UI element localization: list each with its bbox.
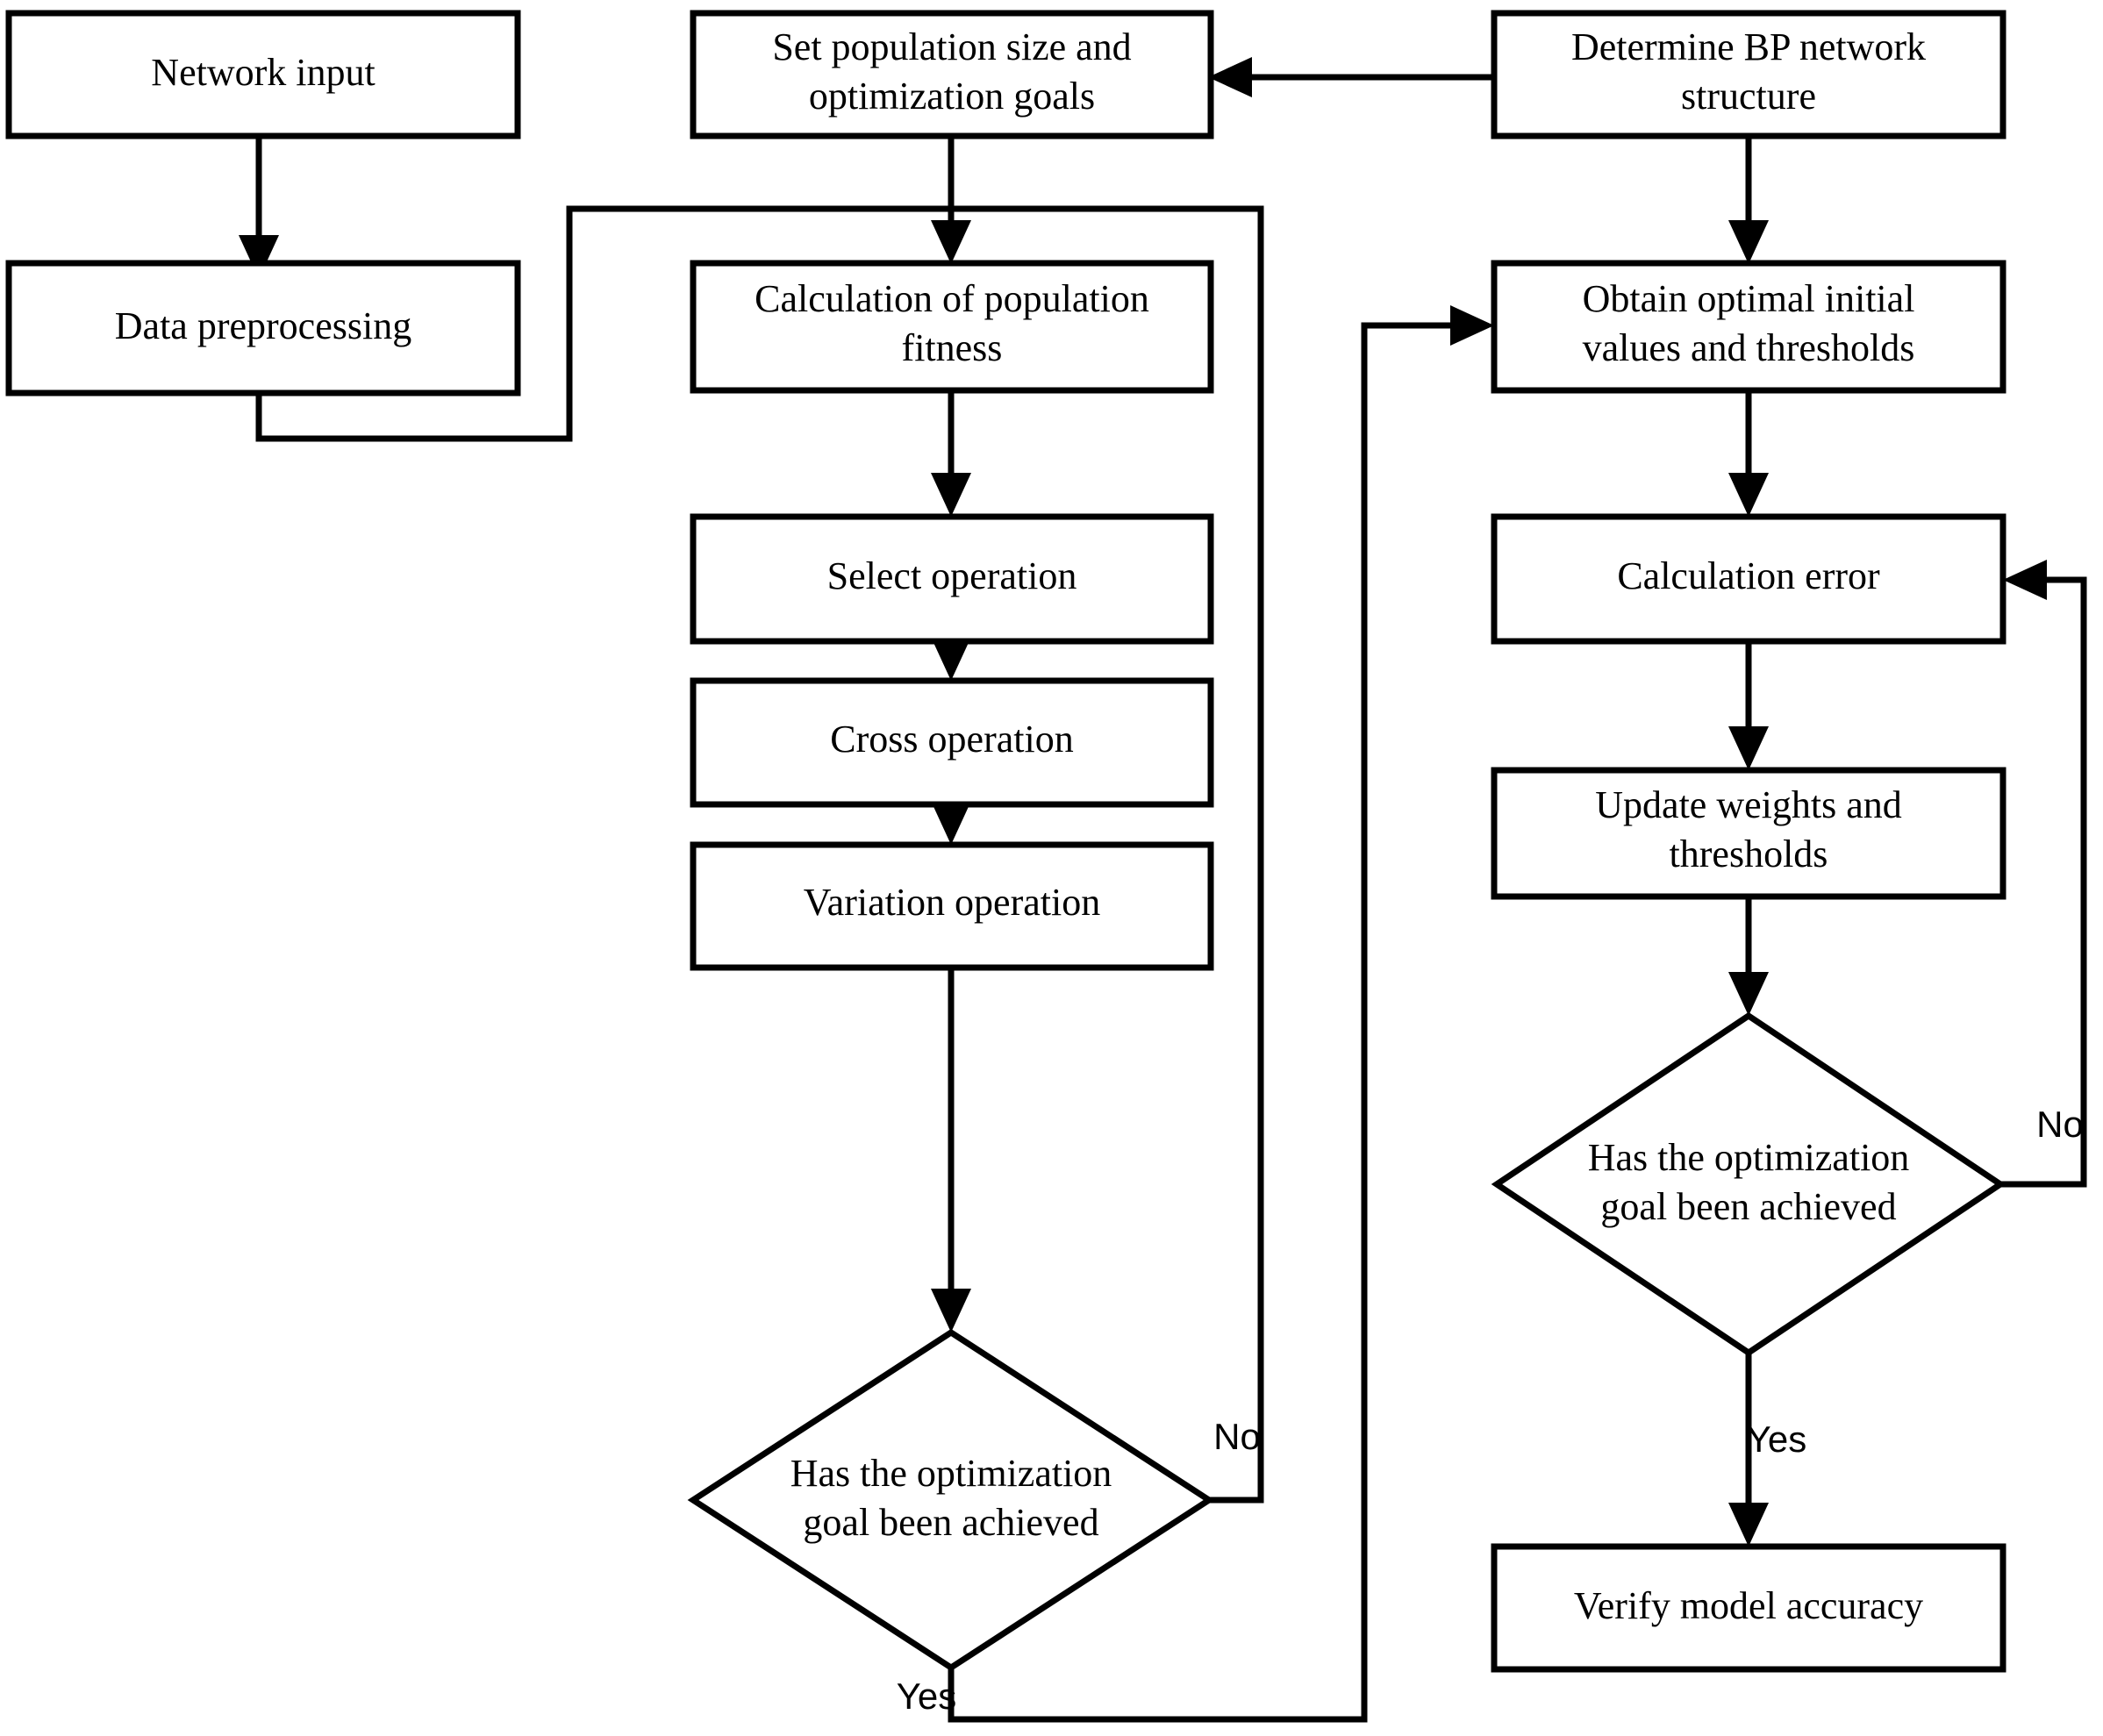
node-determine-bp-line1: Determine BP network <box>1571 25 1926 68</box>
node-network-input-label: Network input <box>151 51 375 94</box>
edge-calculation-error-to-update-weights <box>1728 641 1769 770</box>
edge-label-ga-no: No <box>1213 1416 1261 1457</box>
node-data-preprocessing[interactable]: Data preprocessing <box>5 260 521 396</box>
edge-bp-no-to-calculation-error <box>2000 560 2087 1188</box>
node-update-weights-line1: Update weights and <box>1595 783 1901 826</box>
edge-label-ga-yes: Yes <box>897 1675 957 1717</box>
edge-bp-yes-to-verify-accuracy <box>1728 1353 1769 1547</box>
node-network-input[interactable]: Network input <box>5 10 521 139</box>
edge-label-bp-no: No <box>2036 1104 2084 1145</box>
node-variation-operation-label: Variation operation <box>804 881 1100 924</box>
edge-update-weights-to-bp-decision <box>1728 897 1769 1016</box>
node-bp-decision-line2: goal been achieved <box>1600 1185 1896 1228</box>
edge-setpopulation-to-fitness <box>931 136 971 264</box>
node-variation-operation[interactable]: Variation operation <box>690 841 1214 971</box>
node-update-weights-thresholds[interactable]: Update weights and thresholds <box>1491 767 2006 900</box>
edge-obtain-optimal-to-calculation-error <box>1728 390 1769 517</box>
edge-bpstructure-to-setpopulation <box>1208 57 1494 97</box>
node-obtain-optimal-line2: values and thresholds <box>1583 326 1915 369</box>
node-bp-decision-diamond[interactable]: Has the optimization goal been achieved <box>1491 1011 2006 1357</box>
edge-select-to-cross <box>931 637 971 681</box>
node-calc-fitness-line1: Calculation of population <box>755 277 1149 320</box>
edge-label-bp-yes: Yes <box>1747 1418 1807 1460</box>
node-set-population-line1: Set population size and <box>772 25 1131 68</box>
edge-ga-yes-to-obtain-optimal <box>948 305 1494 1723</box>
node-ga-decision-line1: Has the optimization <box>790 1452 1112 1495</box>
edge-label-layer: No Yes No Yes <box>897 1104 2084 1717</box>
node-ga-decision-line2: goal been achieved <box>803 1501 1098 1544</box>
node-calculation-of-population-fitness[interactable]: Calculation of population fitness <box>690 260 1214 394</box>
node-update-weights-line2: thresholds <box>1670 832 1828 875</box>
node-obtain-optimal-line1: Obtain optimal initial <box>1583 277 1915 320</box>
node-bp-decision-line1: Has the optimization <box>1588 1136 1910 1179</box>
node-cross-operation[interactable]: Cross operation <box>690 677 1214 808</box>
edge-ga-no-to-fitness <box>926 205 1264 1504</box>
edge-input-to-preprocessing <box>239 136 279 279</box>
edge-preprocessing-to-fitness <box>255 205 926 442</box>
node-ga-decision-diamond[interactable]: Has the optimization goal been achieved <box>687 1328 1215 1672</box>
edge-cross-to-variation <box>931 801 971 845</box>
node-cross-operation-label: Cross operation <box>830 718 1073 761</box>
node-obtain-optimal-values[interactable]: Obtain optimal initial values and thresh… <box>1491 260 2006 394</box>
node-select-operation-label: Select operation <box>827 554 1077 597</box>
node-determine-bp-line2: structure <box>1681 75 1816 118</box>
connector-layer <box>239 57 2087 1723</box>
node-calc-fitness-line2: fitness <box>902 326 1003 369</box>
node-data-preprocessing-label: Data preprocessing <box>115 304 411 347</box>
edge-fitness-to-select <box>931 390 971 517</box>
node-set-population[interactable]: Set population size and optimization goa… <box>690 10 1214 139</box>
node-verify-model-accuracy[interactable]: Verify model accuracy <box>1491 1543 2006 1673</box>
node-select-operation[interactable]: Select operation <box>690 513 1214 645</box>
node-determine-bp-structure[interactable]: Determine BP network structure <box>1491 10 2006 139</box>
node-set-population-line2: optimization goals <box>809 75 1095 118</box>
node-verify-accuracy-label: Verify model accuracy <box>1574 1584 1923 1627</box>
node-calculation-error-label: Calculation error <box>1617 554 1880 597</box>
edge-bpstructure-to-obtain-optimal <box>1728 136 1769 264</box>
edge-variation-to-ga-decision <box>931 968 971 1332</box>
node-calculation-error[interactable]: Calculation error <box>1491 513 2006 645</box>
